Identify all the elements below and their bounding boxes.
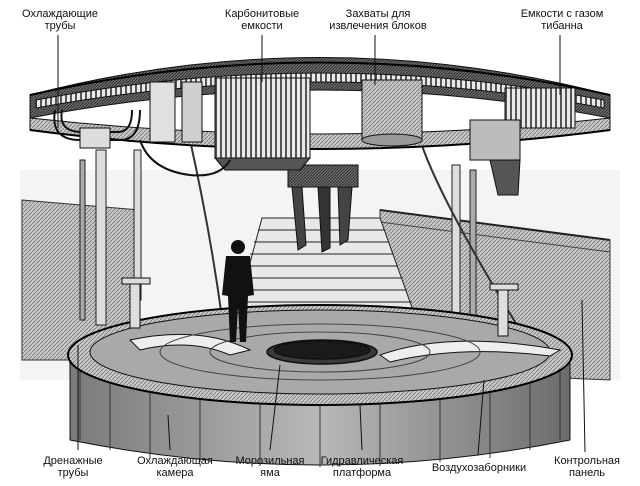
- tibanna-tanks: [361, 79, 576, 196]
- cooling-pipes: [53, 109, 231, 177]
- control-panels: [121, 277, 519, 337]
- label-air-intakes: Воздухозаборники: [431, 462, 527, 474]
- standing-figure: [222, 240, 254, 342]
- block-grips: [287, 164, 359, 253]
- leader-lines: [57, 35, 586, 456]
- freezing-pit: [266, 339, 378, 365]
- carbonite-containers: [149, 77, 312, 171]
